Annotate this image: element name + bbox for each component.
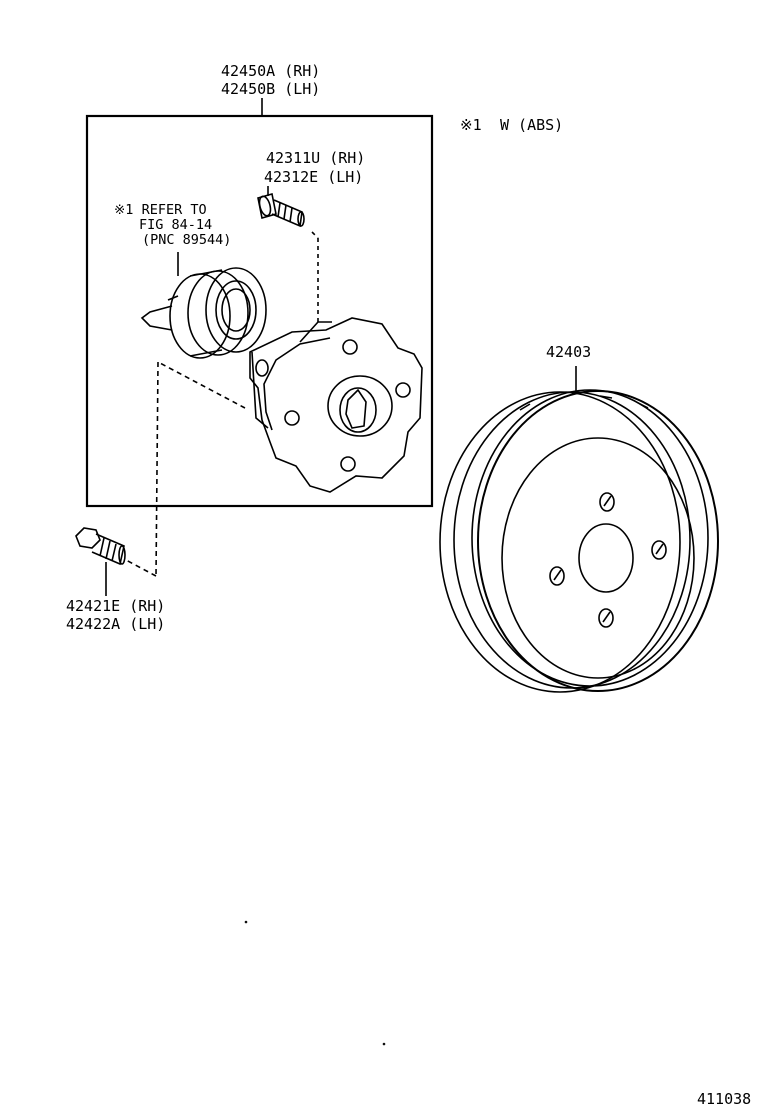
note-text: W (ABS) bbox=[500, 116, 564, 134]
hub-bolt bbox=[257, 192, 305, 228]
mount-bolt-part-lh: 42422A (LH) bbox=[66, 615, 166, 633]
sensor-ref-line2: FIG 84-14 bbox=[139, 217, 213, 233]
assembly-box bbox=[85, 114, 434, 508]
sensor-ref-line1: ※1 REFER TO bbox=[114, 202, 207, 218]
brake-drum bbox=[439, 389, 719, 693]
sensor-ref-line3: (PNC 89544) bbox=[142, 232, 232, 248]
figure-number: 411038 bbox=[697, 1090, 752, 1108]
note-marker: ※1 bbox=[460, 116, 482, 134]
drum-part: 42403 bbox=[546, 343, 592, 361]
hub-flange bbox=[249, 317, 423, 493]
hub-bolt-part-rh: 42311U (RH) bbox=[266, 149, 366, 167]
assembly-part-lh: 42450B (LH) bbox=[221, 80, 321, 98]
mount-bolt bbox=[75, 527, 126, 566]
hub-bolt-part-lh: 42312E (LH) bbox=[264, 168, 364, 186]
sensor-ring bbox=[140, 267, 267, 359]
mount-bolt-part-rh: 42421E (RH) bbox=[66, 597, 166, 615]
assembly-part-rh: 42450A (RH) bbox=[221, 62, 321, 80]
mount-bolt-dash bbox=[155, 361, 159, 577]
